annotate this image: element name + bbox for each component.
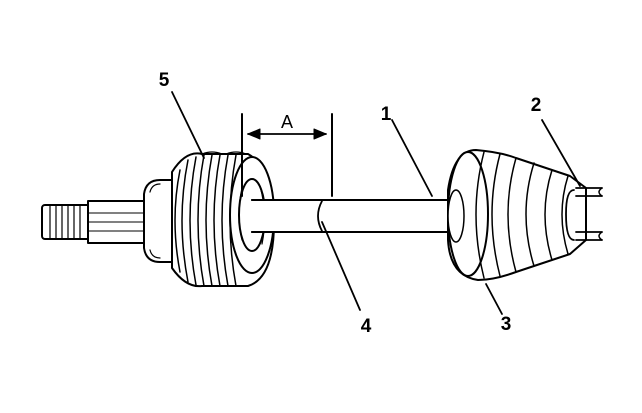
splined-stub-shaft [41,200,145,244]
leader-2 [541,119,581,187]
leader-1 [391,119,433,197]
callout-5: 5 [159,70,170,91]
outer-clamp [565,187,603,241]
leader-4 [321,221,361,311]
callout-4: 4 [361,316,372,337]
callout-2: 2 [531,95,542,116]
axle-shaft [251,199,453,233]
outer-boot [447,149,587,281]
damper-mark [317,200,323,232]
dimension-a [241,113,333,197]
leader-5 [171,91,205,159]
dimension-a-label: A [281,112,293,132]
callout-3: 3 [501,314,512,335]
callout-1: 1 [381,104,392,125]
leader-lines [171,91,581,315]
leader-3 [485,283,503,315]
